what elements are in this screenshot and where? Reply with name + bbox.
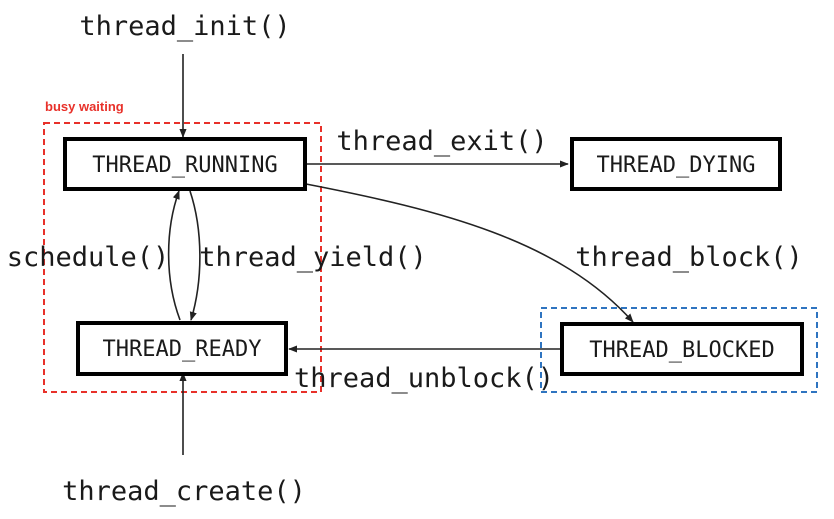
state-ready-box	[76, 321, 288, 376]
yield-label: thread_yield()	[199, 242, 427, 273]
state-blocked-label: THREAD_BLOCKED	[589, 338, 774, 363]
block-label: thread_block()	[575, 242, 803, 273]
state-dying-box	[570, 137, 782, 191]
busy-waiting-note: busy waiting	[45, 99, 124, 114]
unblock-label: thread_unblock()	[294, 363, 554, 394]
schedule-label: schedule()	[7, 242, 170, 273]
yield-arrow	[189, 190, 201, 321]
exit-label: thread_exit()	[336, 126, 547, 157]
state-blocked-box	[560, 322, 804, 376]
block-arrow	[305, 183, 634, 323]
create-label: thread_create()	[62, 476, 306, 507]
state-ready-label: THREAD_READY	[103, 337, 262, 362]
state-dying-label: THREAD_DYING	[597, 153, 756, 178]
init-label: thread_init()	[79, 11, 290, 42]
schedule-arrow	[167, 190, 181, 321]
state-running-label: THREAD_RUNNING	[92, 153, 277, 178]
state-running-box	[63, 137, 307, 191]
